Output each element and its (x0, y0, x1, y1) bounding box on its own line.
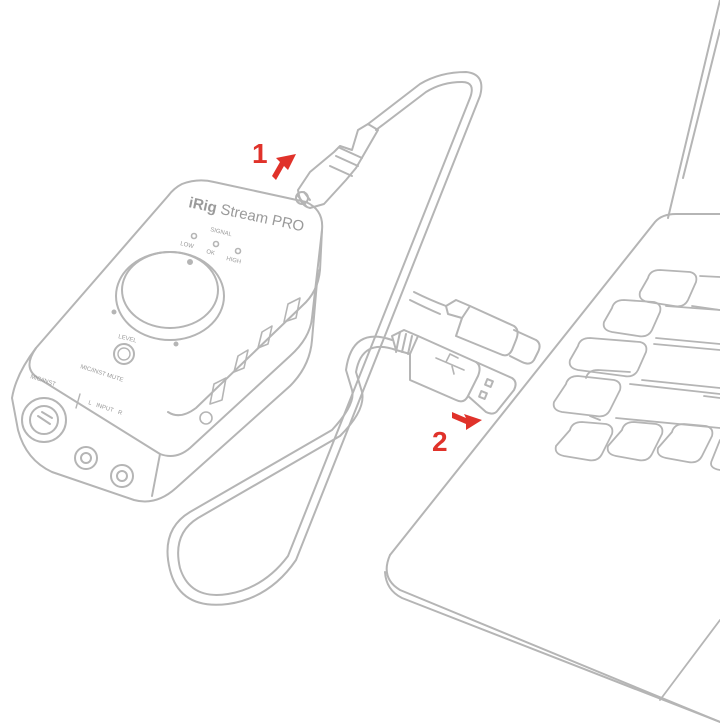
usb-symbol-icon (436, 354, 464, 374)
laptop-lid (668, 0, 720, 218)
line-inputs (75, 447, 133, 487)
laptop-base (390, 214, 720, 555)
step-1-arrow (272, 154, 296, 180)
device-brand: iRig Stream PRO (187, 194, 305, 235)
usb-c-cable (410, 292, 540, 364)
led-high (236, 249, 241, 254)
led-ok (214, 242, 219, 247)
led-low (192, 234, 197, 239)
mic-inst-label: MIC/INST (29, 374, 56, 388)
step-2-number: 2 (432, 426, 448, 458)
low-label: LOW (180, 241, 195, 250)
xlr-input (22, 398, 66, 442)
input-label: L INPUT R (87, 400, 123, 417)
level-knob (116, 252, 224, 340)
device-labels: iRig Stream PRO SIGNAL LOW OK HIGH LEVEL… (29, 194, 305, 417)
high-label: HIGH (226, 256, 242, 265)
mute-label: MIC/INST MUTE (79, 364, 124, 384)
level-label: LEVEL (118, 334, 138, 345)
laptop-keyboard (554, 270, 720, 470)
signal-label: SIGNAL (210, 227, 233, 238)
signal-leds (192, 234, 241, 254)
ok-label: OK (206, 249, 216, 257)
mute-button (114, 344, 134, 364)
laptop (385, 0, 720, 722)
device-connector (296, 124, 378, 208)
step-2-arrow (452, 412, 482, 430)
step-1-number: 1 (252, 138, 268, 170)
